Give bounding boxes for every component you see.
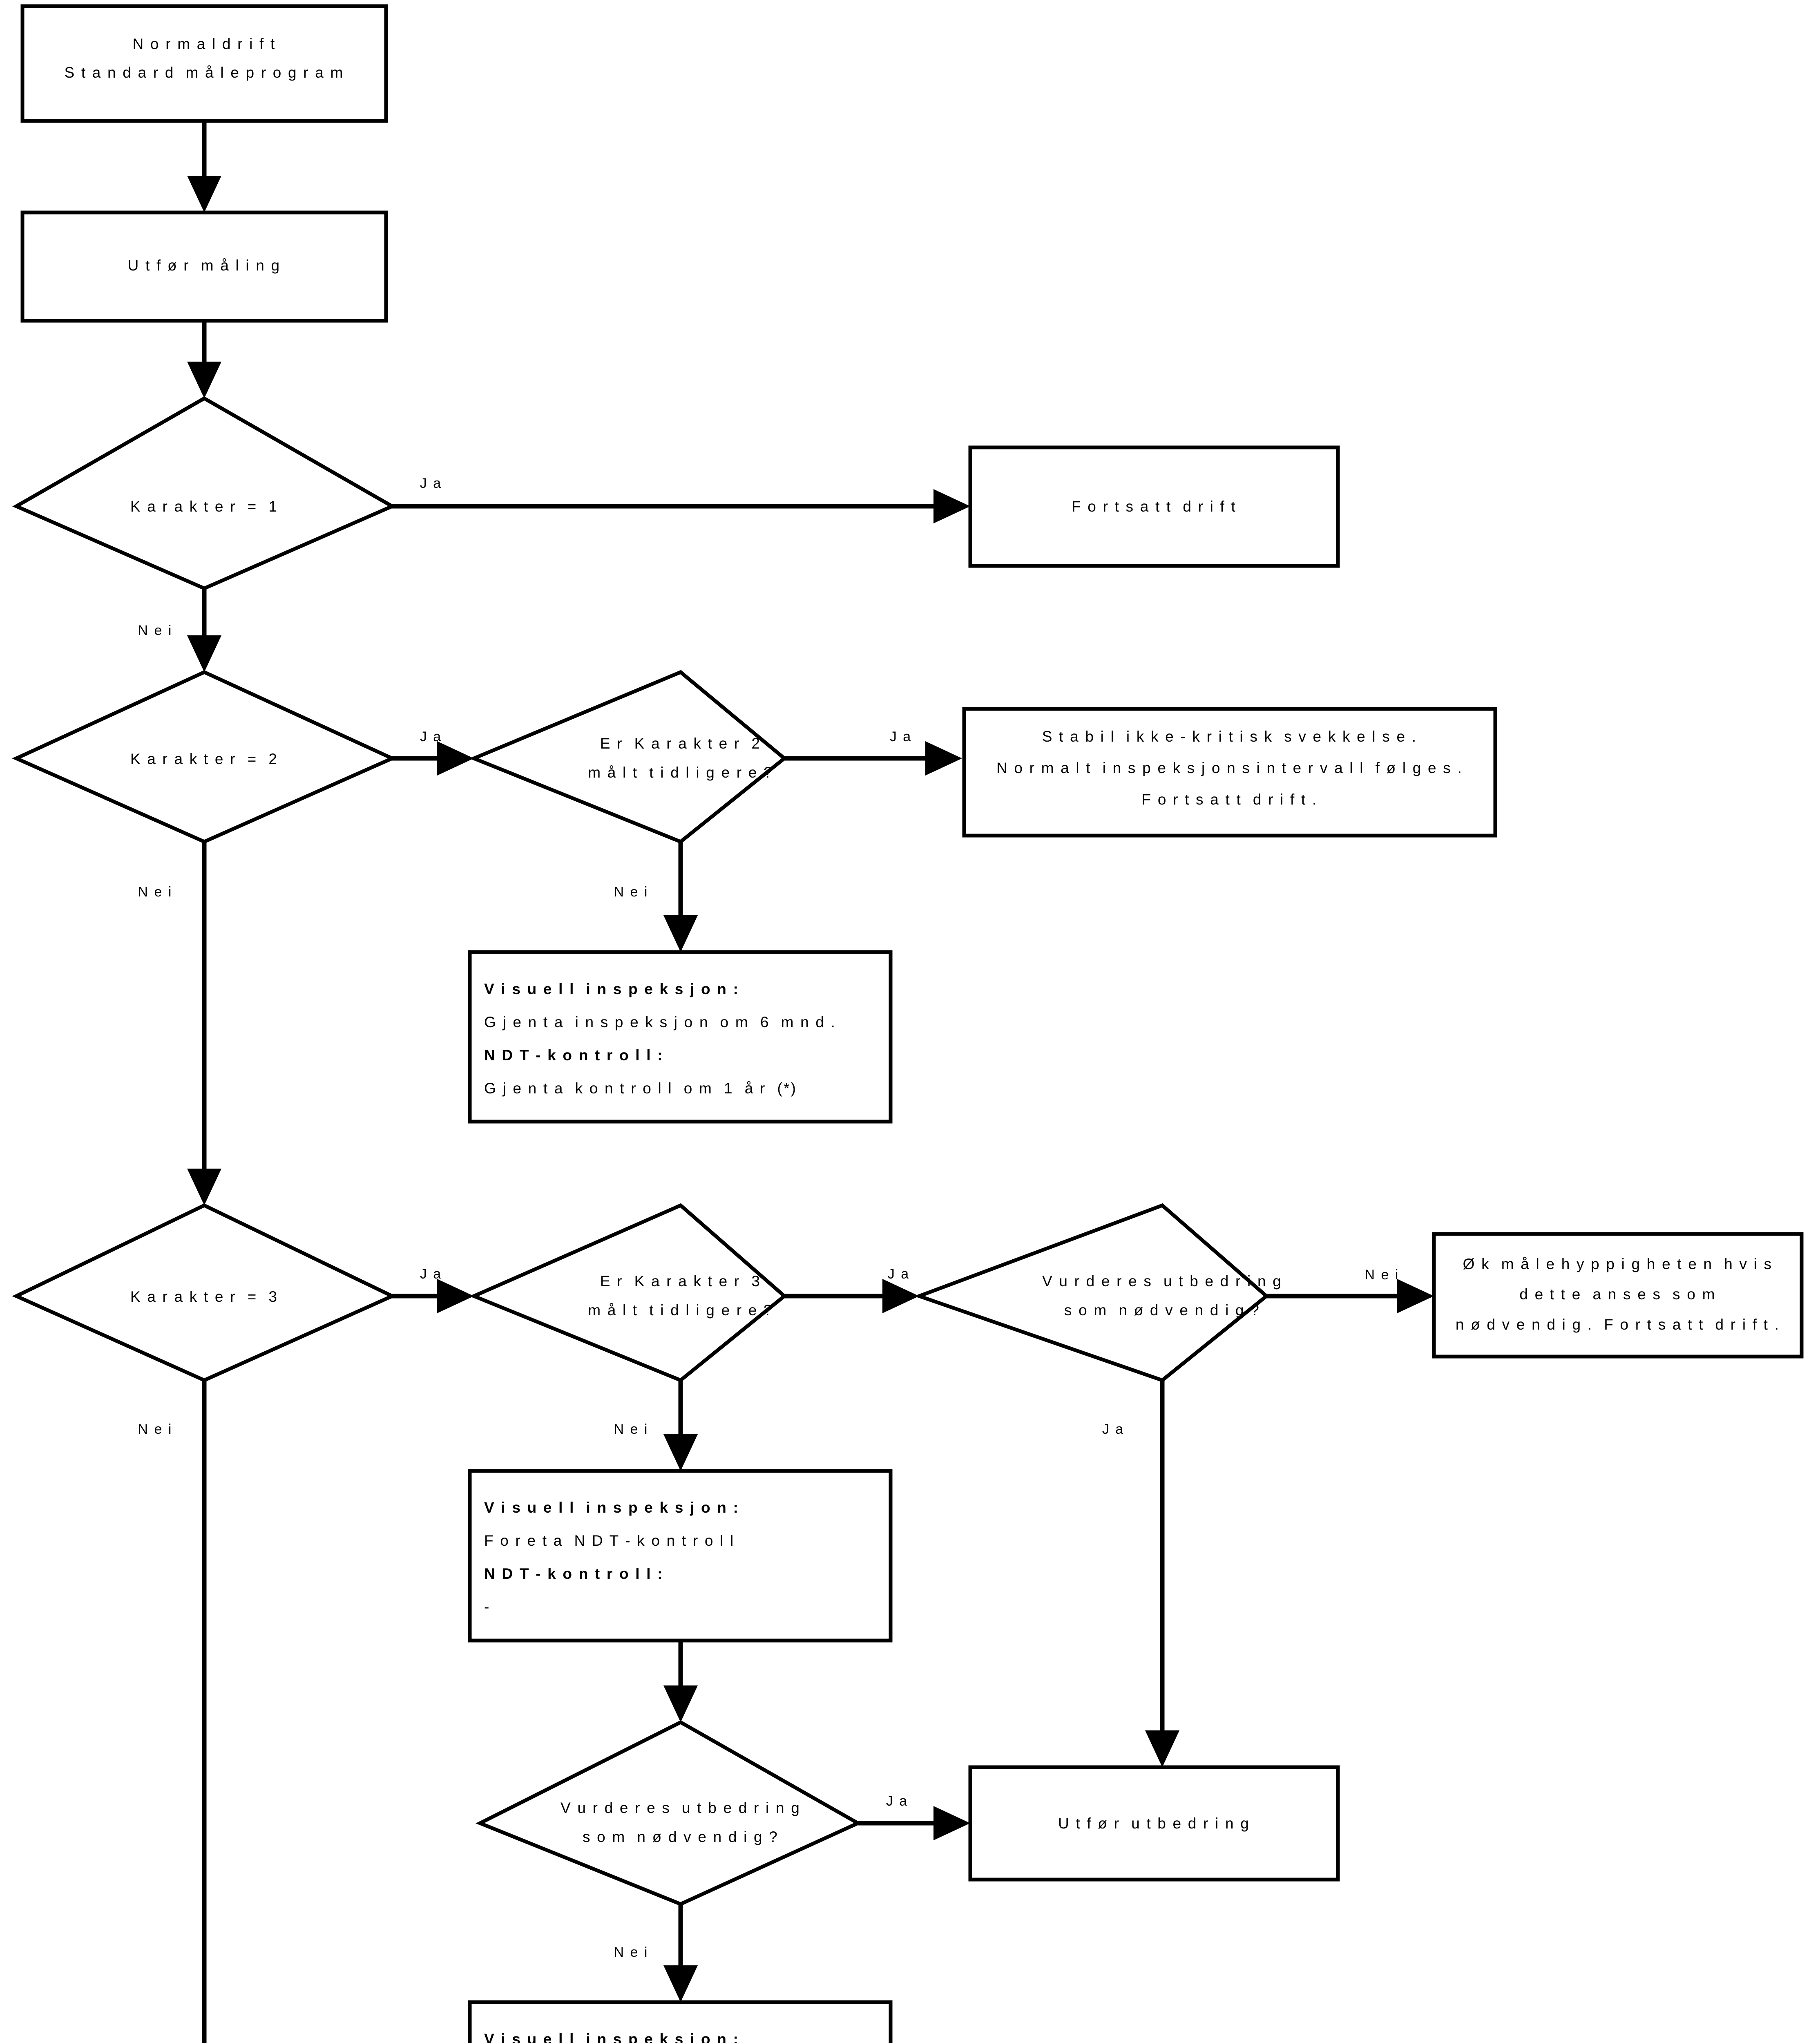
- node-karakter-2[interactable]: K a r a k t e r = 2: [12, 670, 397, 844]
- node-fortsatt-drift[interactable]: F o r t s a t t d r i f t: [968, 445, 1340, 568]
- node-karakter-1-line-0: K a r a k t e r = 1: [130, 498, 278, 515]
- connector-erkarakter3-nei-to-visuellforetandt: [663, 1380, 698, 1471]
- node-vurderes-top-line-1: s o m n ø d v e n d i g ?: [1064, 1302, 1260, 1319]
- edge-label-erkarakter2-nei: N e i: [614, 884, 649, 900]
- node-visuell3mnd-line-0: V i s u e l l i n s p e k s j o n :: [484, 2031, 739, 2043]
- connector-visuellforetandt-to-vurderesutbedring-bottom: [663, 1641, 698, 1722]
- node-vurderes-bottom-line-0: V u r d e r e s u t b e d r i n g: [561, 1799, 801, 1816]
- node-er-karakter-3-line-0: E r K a r a k t e r 3: [600, 1273, 761, 1290]
- edge-label-karakter1-ja: J a: [420, 476, 442, 491]
- node-ok-male-line-2: n ø d v e n d i g . F o r t s a t t d r …: [1456, 1316, 1780, 1333]
- connector-vurderesutbedringbottom-nei-to-visuell3mnd: [663, 1904, 698, 2002]
- edge-label-erkarakter3-nei: N e i: [614, 1422, 649, 1437]
- connector-normaldrift-to-utformaling: [187, 121, 221, 212]
- edge-label-karakter2-nei: N e i: [138, 884, 173, 900]
- edge-label-karakter2-ja: J a: [420, 729, 442, 744]
- node-er-karakter-2-line-1: m å l t t i d l i g e r e ?: [588, 764, 773, 781]
- connector-karakter2-ja-to-erkarakter2: [392, 741, 474, 776]
- node-er-karakter-2-line-0: E r K a r a k t e r 2: [600, 735, 761, 752]
- connector-karakter3-ja-to-erkarakter3: [392, 1279, 474, 1313]
- node-visuellforeta-line-2: N D T - k o n t r o l l :: [484, 1565, 664, 1582]
- node-normal-drift-line-1: S t a n d a r d m å l e p r o g r a m: [64, 64, 344, 81]
- connector-utformaling-to-karakter1: [187, 321, 221, 398]
- edge-label-karakter3-ja: J a: [420, 1266, 442, 1282]
- connector-karakter3-nei-to-karakter4: [202, 1380, 207, 2043]
- edge-label-erkarakter2-ja: J a: [890, 729, 912, 744]
- node-vurderes-utbedring-top[interactable]: V u r d e r e s u t b e d r i n g s o m …: [913, 1203, 1282, 1383]
- node-utfor-utbedring[interactable]: U t f ø r u t b e d r i n g: [968, 1765, 1340, 1882]
- node-visuellforeta-line-0: V i s u e l l i n s p e k s j o n :: [484, 1499, 739, 1516]
- node-karakter-3-line-0: K a r a k t e r = 3: [130, 1288, 278, 1305]
- node-karakter-3[interactable]: K a r a k t e r = 3: [12, 1203, 397, 1382]
- node-er-karakter-3-line-1: m å l t t i d l i g e r e ?: [588, 1302, 773, 1319]
- edge-label-erkarakter3-ja: J a: [888, 1266, 910, 1282]
- connector-vurderesutbedringtop-nei-to-okmalehyppighet: [1266, 1279, 1434, 1313]
- node-vurderes-top-line-0: V u r d e r e s u t b e d r i n g: [1042, 1273, 1282, 1290]
- edge-label-vurderesbottom-nei: N e i: [614, 1945, 649, 1960]
- node-stabil-ikke-kritisk-svekkelse[interactable]: S t a b i l i k k e - k r i t i s k s v …: [962, 707, 1497, 838]
- node-er-karakter-3-malt-tidligere[interactable]: E r K a r a k t e r 3 m å l t t i d l i …: [469, 1203, 787, 1383]
- edge-label-vurderestop-ja: J a: [1102, 1422, 1124, 1437]
- edge-label-vurderestop-nei: N e i: [1365, 1267, 1400, 1283]
- edge-label-karakter3-nei: N e i: [138, 1422, 173, 1437]
- node-vurderes-bottom-line-1: s o m n ø d v e n d i g ?: [583, 1828, 779, 1845]
- node-visuell-foreta-ndt[interactable]: V i s u e l l i n s p e k s j o n : F o …: [468, 1469, 893, 1643]
- node-visuell6mnd-line-3: G j e n t a k o n t r o l l o m 1 å r (*…: [484, 1080, 797, 1097]
- connector-erkarakter2-nei-to-visuell6mnd: [663, 842, 698, 952]
- node-er-karakter-2-malt-tidligere[interactable]: E r K a r a k t e r 2 m å l t t i d l i …: [469, 670, 788, 844]
- node-visuell-inspeksjon-3mnd[interactable]: V i s u e l l i n s p e k s j o n : G j …: [468, 2000, 893, 2043]
- node-stabil-line-2: F o r t s a t t d r i f t .: [1142, 791, 1318, 808]
- node-ok-male-line-1: d e t t e a n s e s s o m: [1519, 1286, 1716, 1303]
- connector-vurderesutbedringtop-ja-to-utforutbedring: [1145, 1380, 1179, 1767]
- node-karakter-1[interactable]: K a r a k t e r = 1: [12, 396, 396, 590]
- node-utfor-utbedring-line-0: U t f ø r u t b e d r i n g: [1058, 1815, 1250, 1832]
- node-visuell6mnd-line-2: N D T - k o n t r o l l :: [484, 1047, 664, 1064]
- node-stabil-line-1: N o r m a l t i n s p e k s j o n s i n …: [996, 760, 1463, 776]
- node-visuell6mnd-line-0: V i s u e l l i n s p e k s j o n :: [484, 981, 739, 997]
- connector-vurderesutbedringbottom-ja-to-utforutbedring: [858, 1806, 970, 1840]
- edge-label-vurderesbottom-ja: J a: [886, 1793, 908, 1809]
- node-visuell-inspeksjon-6mnd[interactable]: V i s u e l l i n s p e k s j o n : G j …: [468, 950, 893, 1124]
- node-ok-male-line-0: Ø k m å l e h y p p i g h e t e n h v i …: [1463, 1256, 1773, 1272]
- node-vurderes-utbedring-bottom[interactable]: V u r d e r e s u t b e d r i n g s o m …: [476, 1720, 862, 1906]
- edge-label-karakter1-nei: N e i: [138, 623, 173, 638]
- node-utfor-maling[interactable]: U t f ø r m å l i n g: [20, 210, 388, 323]
- node-fortsatt-drift-line-0: F o r t s a t t d r i f t: [1072, 498, 1237, 515]
- node-karakter-2-line-0: K a r a k t e r = 2: [130, 751, 278, 767]
- node-visuell6mnd-line-1: G j e n t a i n s p e k s j o n o m 6 m …: [484, 1014, 836, 1030]
- connector-erkarakter3-ja-to-vurderesutbedring-top: [784, 1279, 919, 1313]
- connector-erkarakter2-ja-to-stabilsvekkelse: [784, 741, 962, 776]
- node-normal-drift[interactable]: N o r m a l d r i f t S t a n d a r d m …: [20, 4, 388, 123]
- node-utfor-maling-line-0: U t f ø r m å l i n g: [128, 257, 281, 274]
- node-visuellforeta-line-1: F o r e t a N D T - k o n t r o l l: [484, 1532, 735, 1549]
- node-ok-malehyppigheten[interactable]: Ø k m å l e h y p p i g h e t e n h v i …: [1432, 1232, 1804, 1359]
- connector-karakter1-nei-to-karakter2: [187, 588, 221, 672]
- connector-karakter2-nei-to-karakter3: [187, 842, 221, 1205]
- node-normal-drift-line-0: N o r m a l d r i f t: [133, 36, 276, 52]
- node-visuellforeta-line-3: -: [484, 1598, 491, 1615]
- connector-karakter1-ja-to-fortsattdrift: [392, 489, 970, 523]
- node-stabil-line-0: S t a b i l i k k e - k r i t i s k s v …: [1042, 728, 1417, 745]
